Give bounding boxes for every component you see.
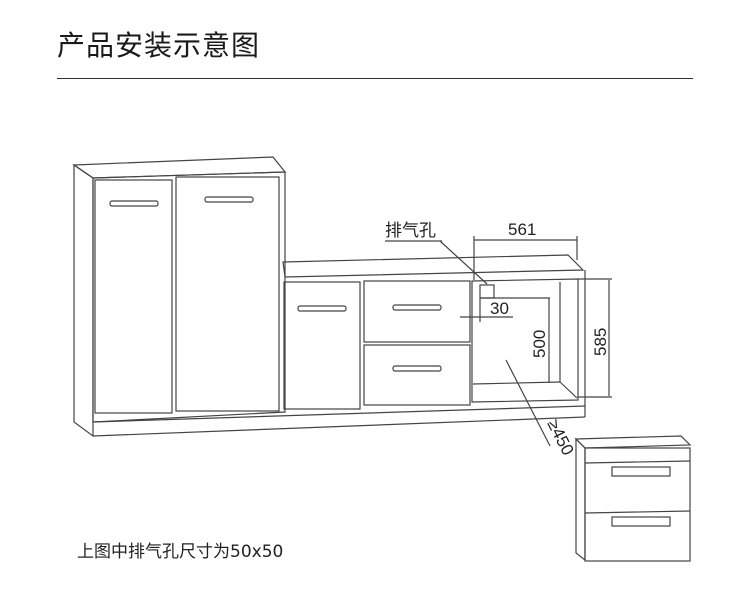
vent-hole xyxy=(479,284,495,299)
outer-height-label: 585 xyxy=(591,328,610,356)
width-label: 561 xyxy=(508,220,536,239)
disinfection-cabinet-appliance xyxy=(574,435,692,562)
depth-label: ≥450 xyxy=(543,416,577,458)
offset-label: 30 xyxy=(490,299,509,318)
door-handle xyxy=(109,200,159,207)
dimension-lines xyxy=(385,236,612,447)
title-divider xyxy=(57,78,693,79)
low-cabinet xyxy=(92,254,586,437)
inner-height-label: 500 xyxy=(530,330,549,358)
vent-size-caption: 上图中排气孔尺寸为50x50 xyxy=(77,542,284,562)
door-handle xyxy=(204,196,254,203)
tall-cabinet xyxy=(72,156,287,438)
page-title: 产品安装示意图 xyxy=(57,29,261,62)
vent-label: 排气孔 xyxy=(385,221,436,240)
